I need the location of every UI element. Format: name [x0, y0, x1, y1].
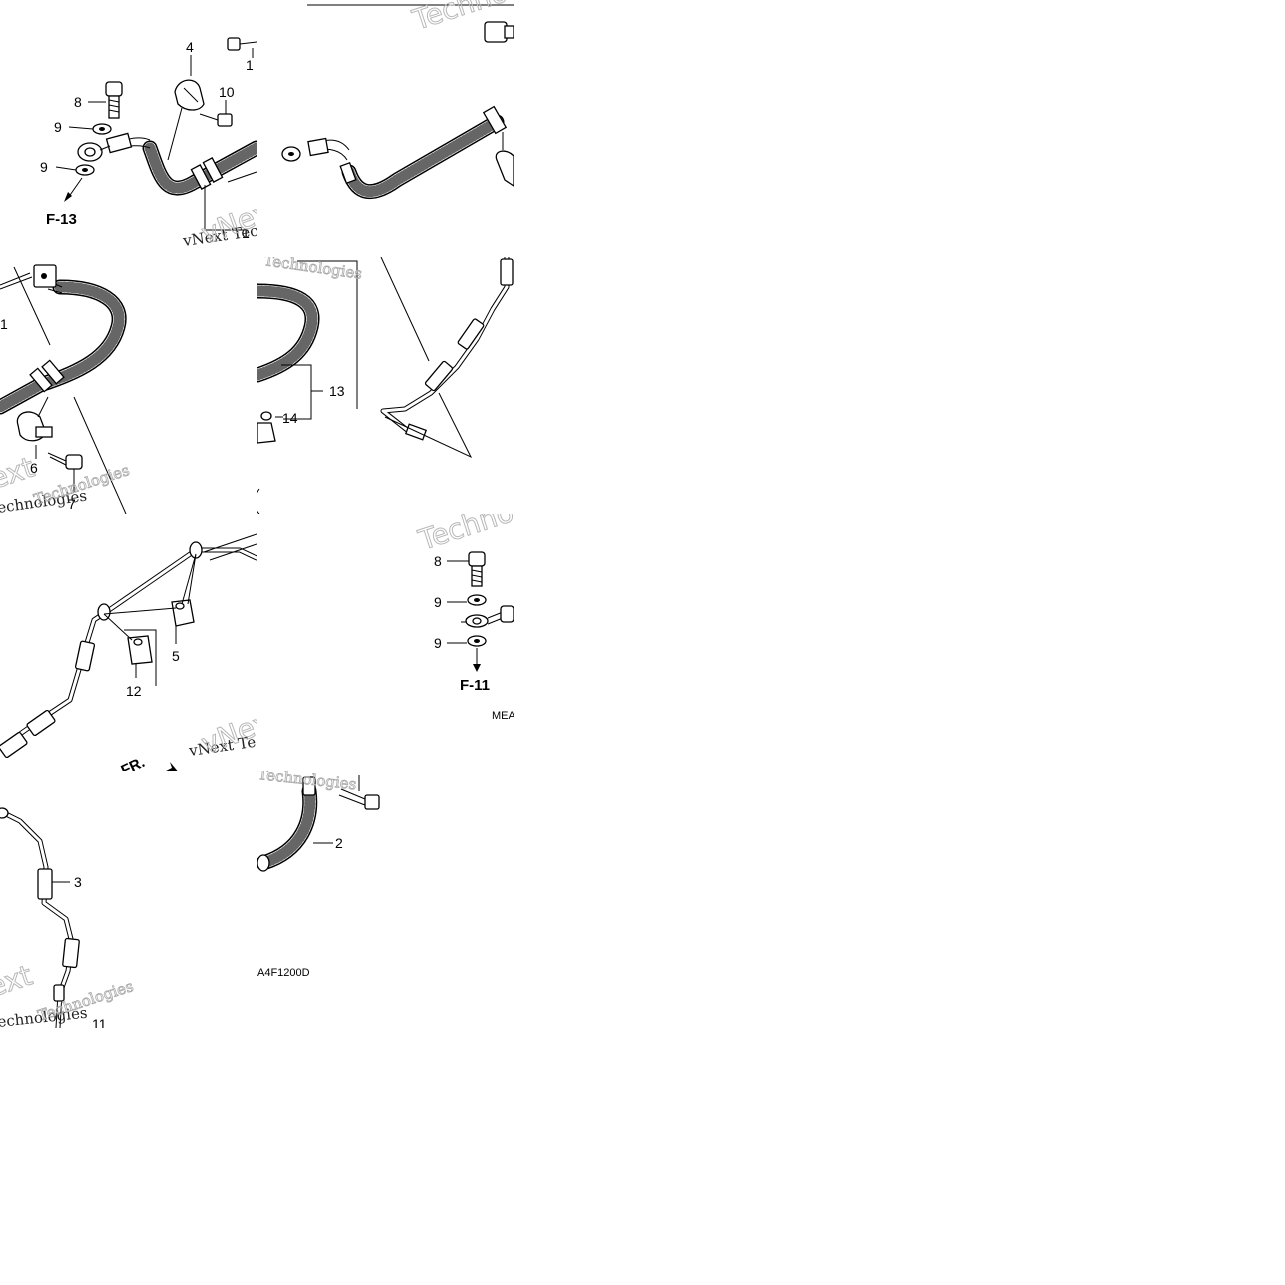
brake-hose-2 [257, 776, 318, 872]
tile-r0c1: Technologies [257, 0, 514, 257]
callout-5: 5 [172, 648, 180, 664]
callout-7: 7 [68, 496, 76, 512]
banjo-9-mid [461, 605, 514, 628]
tile-r0c1-drawing: Technologies [281, 0, 514, 200]
boundary-line [73, 396, 127, 514]
callout-11: 11 [92, 1016, 107, 1028]
watermark-technologies-mid: Technologies [414, 514, 514, 557]
tile-r3c0-drawing: 3 11 ext echnologies Technologies [0, 807, 136, 1028]
tile-r1c0-drawing: 1 6 7 ext echnologies Technologies [0, 264, 132, 514]
callout-1: 1 [0, 316, 8, 332]
bolt-1-left [0, 272, 33, 290]
callout-1-cut: 1 [246, 57, 254, 73]
clamp-5 [171, 599, 195, 627]
tile-r1c1-drawing: 13 14 Technologies [257, 257, 514, 514]
clip-14 [257, 411, 276, 444]
top-fitting [484, 21, 514, 43]
hose-clamp-4 [174, 79, 205, 111]
tile-r1c1: 13 14 Technologies [257, 257, 514, 514]
tile-r2c1-drawing: Technologies [414, 514, 514, 722]
ref-fr: FR. [119, 754, 148, 771]
callout-8-detail: 8 [434, 553, 442, 569]
brake-hose-segment [105, 132, 257, 196]
callout-9-detail-b: 9 [434, 635, 442, 651]
tile-r2c0: 5 12 FR. vNext Tec vNext [0, 514, 257, 771]
tile-r3c1: 2 A4F1200D Technologies [257, 771, 514, 1028]
boundary-b [384, 392, 473, 459]
callout-13: 13 [329, 383, 345, 399]
right-clip [495, 150, 514, 187]
boundary-a [380, 257, 430, 362]
callout-2: 2 [335, 835, 343, 851]
tile-r0c0-drawing: 4 8 9 9 10 1 1 F-13 vNext Tec vNext [40, 37, 257, 251]
watermark-ext-2: ext [0, 959, 36, 1004]
ref-f11: F-11 [460, 677, 490, 694]
tile-r3c1-drawing: 2 A4F1200D Technologies [257, 771, 380, 979]
tile-r2c0-drawing: 5 12 FR. vNext Tec vNext [0, 533, 257, 771]
brake-hose-main [281, 105, 508, 200]
washer-upper [92, 123, 112, 135]
callout-9-detail-a: 9 [434, 594, 442, 610]
bolt-7 [47, 452, 83, 493]
washer-lower [75, 164, 95, 176]
banjo-fitting [77, 142, 111, 162]
leader-1 [13, 266, 51, 346]
clamp-12 [127, 635, 153, 665]
tile-r3c0: 3 11 ext echnologies Technologies [0, 771, 257, 1028]
clamp-6 [16, 396, 53, 442]
bolt-1-hose [338, 775, 380, 810]
bolt-8 [105, 81, 123, 119]
washer-9-top [467, 594, 487, 606]
watermark-vnext: vNext [197, 192, 257, 251]
callout-1-lower: 1 [242, 225, 250, 241]
hose-bend-13 [257, 283, 320, 383]
callout-9a: 9 [54, 119, 62, 135]
brake-pipe-long [0, 541, 257, 759]
bracket-line [297, 260, 358, 409]
callout-6: 6 [30, 460, 38, 476]
diagram-code-a: MEA [492, 710, 514, 722]
tile-r0c0: 4 8 9 9 10 1 1 F-13 vNext Tec vNext [0, 0, 257, 257]
diagram-code-b: A4F1200D [257, 967, 310, 979]
callout-12: 12 [126, 683, 142, 699]
callout-10: 10 [219, 84, 235, 100]
washer-9-bottom [467, 635, 487, 647]
callout-8: 8 [74, 94, 82, 110]
callout-14: 14 [282, 410, 298, 426]
callout-9b: 9 [40, 159, 48, 175]
ref-f13: F-13 [46, 211, 77, 228]
brake-pipe-3 [0, 807, 80, 1028]
pipe-right [380, 257, 514, 441]
bolt-top-right [227, 37, 257, 51]
callout-3: 3 [74, 874, 82, 890]
leader-13 [281, 364, 312, 420]
bolt-10 [199, 113, 233, 127]
front-arrow [166, 762, 178, 771]
brake-hose-loop [0, 264, 127, 415]
bolt-8-detail [468, 551, 486, 587]
watermark-ext: ext [0, 451, 38, 496]
tile-r2c1: Technologies [257, 514, 514, 771]
callout-4: 4 [186, 39, 194, 55]
tile-r1c0: 1 6 7 ext echnologies Technologies [0, 257, 257, 514]
